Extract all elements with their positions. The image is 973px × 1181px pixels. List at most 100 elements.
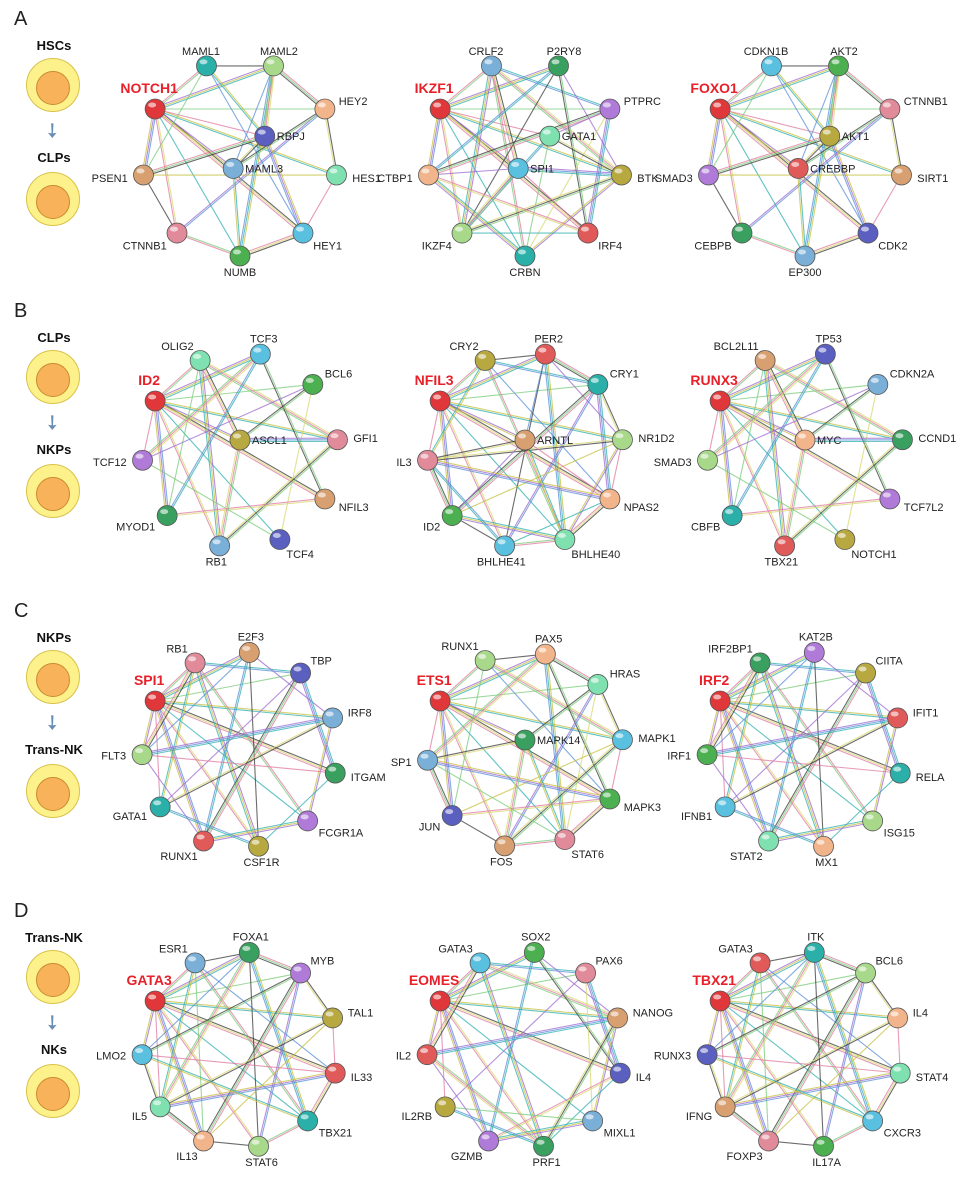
protein-node[interactable]	[758, 830, 779, 852]
protein-node[interactable]	[609, 1062, 631, 1084]
protein-node[interactable]	[749, 952, 771, 974]
protein-node[interactable]	[879, 98, 901, 120]
protein-node[interactable]	[248, 1135, 269, 1157]
protein-node[interactable]	[554, 829, 576, 850]
protein-node[interactable]	[696, 1044, 718, 1066]
protein-node[interactable]	[857, 222, 879, 244]
protein-node[interactable]	[149, 796, 171, 818]
protein-node[interactable]	[577, 222, 599, 244]
protein-node[interactable]	[582, 1110, 604, 1132]
protein-node[interactable]	[494, 535, 516, 557]
protein-node[interactable]	[774, 535, 796, 557]
protein-node[interactable]	[189, 350, 211, 371]
protein-node[interactable]	[254, 125, 276, 147]
protein-node[interactable]	[803, 642, 825, 663]
protein-node[interactable]	[709, 690, 731, 712]
protein-node[interactable]	[867, 374, 889, 395]
protein-node[interactable]	[819, 125, 841, 147]
protein-node[interactable]	[263, 55, 284, 77]
protein-node[interactable]	[297, 810, 319, 832]
protein-node[interactable]	[144, 990, 166, 1012]
protein-node[interactable]	[131, 744, 153, 766]
protein-node[interactable]	[132, 449, 153, 471]
protein-node[interactable]	[429, 990, 451, 1012]
protein-node[interactable]	[714, 796, 736, 818]
protein-node[interactable]	[731, 222, 753, 244]
protein-node[interactable]	[248, 835, 269, 857]
protein-node[interactable]	[144, 390, 166, 412]
protein-node[interactable]	[441, 505, 463, 526]
protein-node[interactable]	[417, 749, 438, 771]
protein-node[interactable]	[862, 810, 884, 832]
protein-node[interactable]	[862, 1110, 884, 1132]
protein-node[interactable]	[474, 650, 496, 671]
protein-node[interactable]	[533, 1135, 554, 1157]
protein-node[interactable]	[696, 744, 718, 766]
protein-node[interactable]	[131, 1044, 153, 1066]
protein-node[interactable]	[855, 662, 876, 684]
protein-node[interactable]	[133, 164, 154, 186]
protein-node[interactable]	[879, 488, 901, 510]
protein-node[interactable]	[193, 830, 214, 852]
protein-node[interactable]	[184, 952, 206, 974]
protein-node[interactable]	[494, 835, 516, 857]
protein-node[interactable]	[156, 505, 178, 526]
protein-node[interactable]	[534, 343, 556, 365]
protein-node[interactable]	[429, 390, 451, 412]
protein-node[interactable]	[892, 429, 913, 451]
protein-node[interactable]	[587, 674, 609, 695]
protein-node[interactable]	[324, 762, 346, 784]
protein-node[interactable]	[787, 158, 809, 179]
protein-node[interactable]	[709, 98, 731, 120]
protein-node[interactable]	[758, 1130, 779, 1152]
protein-node[interactable]	[709, 990, 731, 1012]
protein-node[interactable]	[721, 505, 743, 526]
protein-node[interactable]	[222, 158, 244, 179]
protein-node[interactable]	[269, 529, 291, 550]
protein-node[interactable]	[149, 1096, 171, 1118]
protein-node[interactable]	[249, 343, 271, 365]
protein-node[interactable]	[587, 374, 609, 395]
protein-node[interactable]	[184, 652, 206, 674]
protein-node[interactable]	[548, 55, 569, 77]
protein-node[interactable]	[441, 805, 463, 826]
protein-node[interactable]	[575, 962, 596, 984]
protein-node[interactable]	[514, 245, 536, 267]
protein-node[interactable]	[828, 55, 849, 77]
protein-node[interactable]	[534, 643, 556, 665]
protein-node[interactable]	[887, 707, 909, 729]
protein-node[interactable]	[290, 962, 311, 984]
protein-node[interactable]	[209, 535, 231, 557]
protein-node[interactable]	[324, 1062, 346, 1084]
protein-node[interactable]	[814, 343, 836, 365]
protein-node[interactable]	[761, 55, 782, 77]
protein-node[interactable]	[193, 1130, 214, 1152]
protein-node[interactable]	[612, 729, 633, 751]
protein-node[interactable]	[803, 942, 825, 963]
protein-node[interactable]	[698, 164, 719, 186]
protein-node[interactable]	[523, 942, 545, 963]
protein-node[interactable]	[229, 245, 251, 267]
protein-node[interactable]	[599, 788, 621, 810]
protein-node[interactable]	[514, 429, 536, 451]
protein-node[interactable]	[754, 350, 776, 371]
protein-node[interactable]	[887, 1007, 909, 1029]
protein-node[interactable]	[507, 158, 529, 179]
protein-node[interactable]	[429, 690, 451, 712]
protein-node[interactable]	[327, 429, 348, 451]
protein-node[interactable]	[451, 222, 473, 244]
protein-node[interactable]	[434, 1096, 456, 1118]
protein-node[interactable]	[611, 164, 632, 186]
protein-node[interactable]	[714, 1096, 736, 1118]
protein-node[interactable]	[889, 1062, 911, 1084]
protein-node[interactable]	[834, 529, 856, 550]
protein-node[interactable]	[514, 729, 536, 751]
protein-node[interactable]	[417, 449, 438, 471]
protein-node[interactable]	[238, 942, 260, 963]
protein-node[interactable]	[612, 429, 633, 451]
protein-node[interactable]	[697, 449, 718, 471]
protein-node[interactable]	[599, 488, 621, 510]
protein-node[interactable]	[196, 55, 217, 77]
protein-node[interactable]	[326, 164, 347, 186]
protein-node[interactable]	[554, 529, 576, 550]
